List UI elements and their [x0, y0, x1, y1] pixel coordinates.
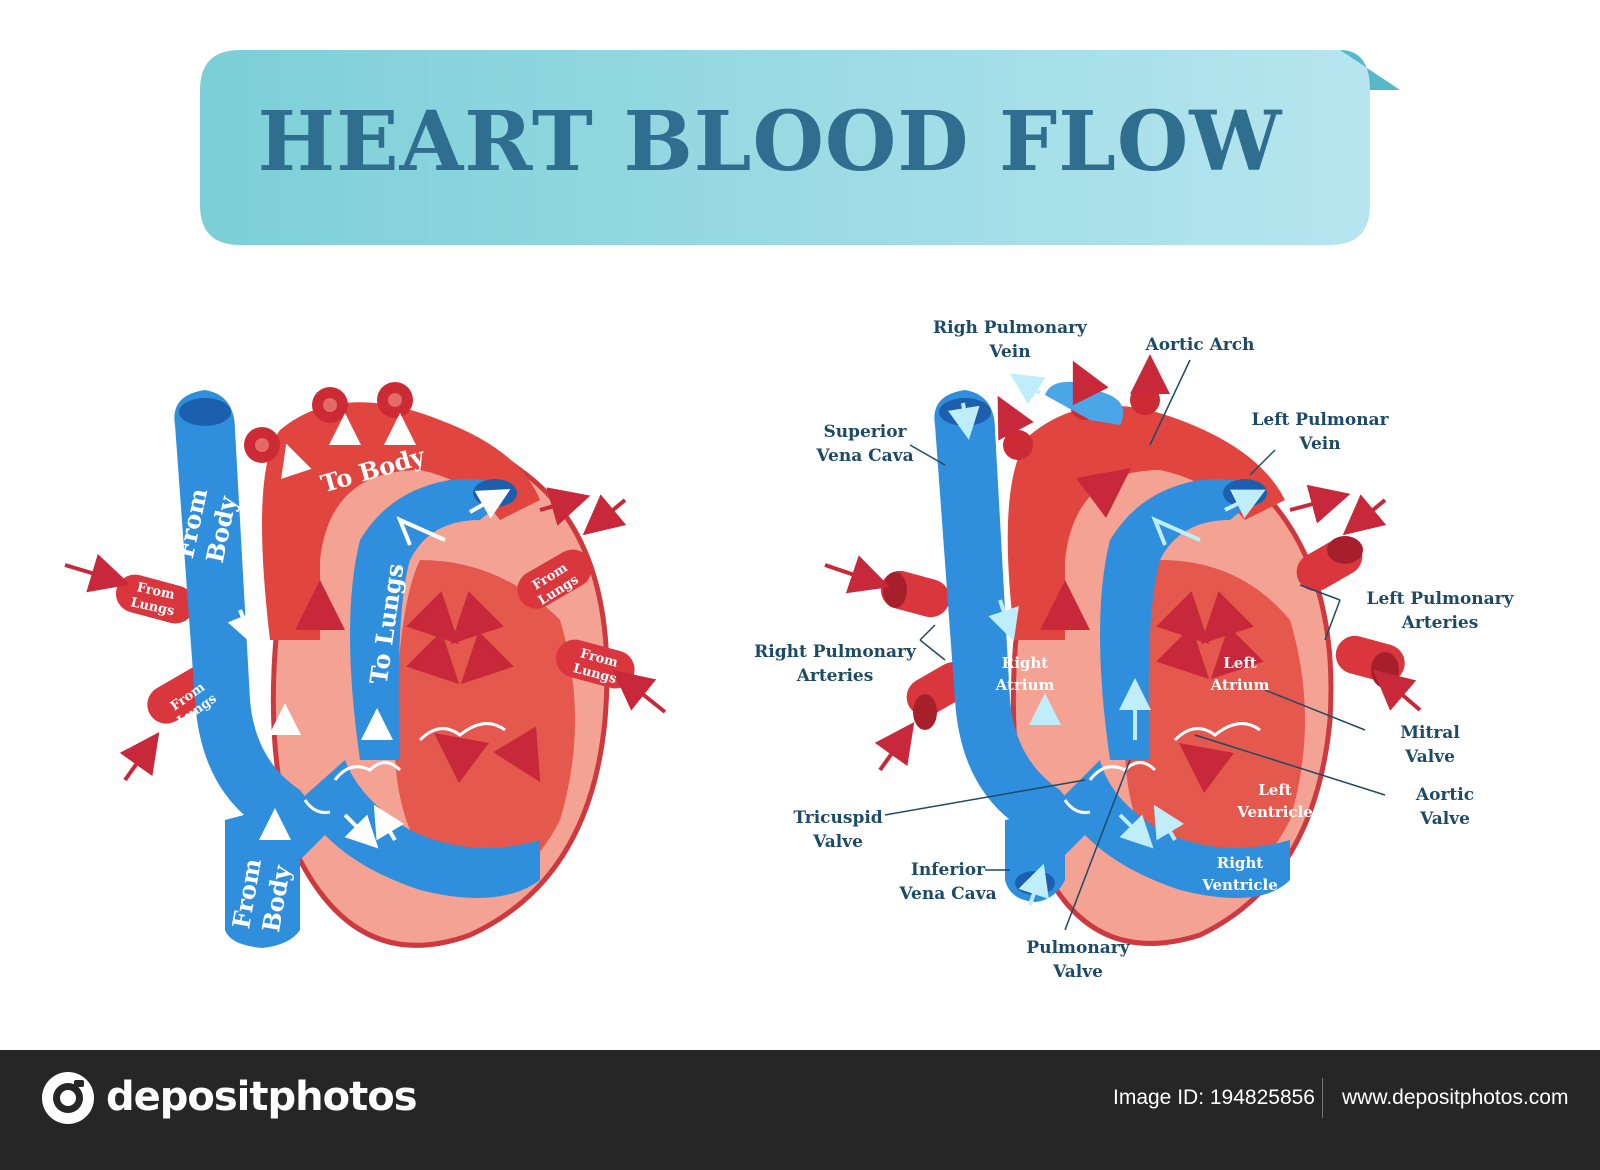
lbl-tricuspid-valve-1: Tricuspid	[793, 808, 882, 828]
lbl-inferior-vena-cava-1: Inferior	[911, 860, 986, 880]
aorta	[262, 402, 540, 640]
lbl-right-pulmonary-arteries-2: Arteries	[796, 666, 874, 686]
lbl-left-ventricle-1: Left	[1258, 781, 1292, 799]
footer-separator	[1322, 1078, 1323, 1118]
lbl-aortic-valve-1: Aortic	[1415, 785, 1474, 805]
image-id: Image ID: 194825856	[1113, 1086, 1315, 1109]
lbl-right-ventricle-2: Ventricle	[1201, 876, 1278, 894]
lbl-pulmonary-valve-1: Pulmonary	[1026, 938, 1130, 958]
left-heart: From Body To Body To Lungs From Lungs Fr…	[64, 382, 667, 948]
lbl-left-atrium-1: Left	[1223, 654, 1257, 672]
page-title: HEART BLOOD FLOW	[257, 94, 1283, 190]
lbl-superior-vena-cava-2: Vena Cava	[815, 446, 913, 466]
lbl-right-pulmonary-arteries-1: Right Pulmonary	[754, 642, 917, 662]
brand-name: depositphotos	[106, 1074, 418, 1120]
lbl-righ-pulmonary-vein-1: Righ Pulmonary	[933, 318, 1088, 338]
lbl-right-atrium-1: Right	[1002, 654, 1049, 672]
lbl-left-pulmonary-arteries-2: Arteries	[1401, 613, 1479, 633]
lbl-aortic-valve-2: Valve	[1419, 809, 1470, 829]
lbl-tricuspid-valve-2: Valve	[812, 832, 863, 852]
lbl-left-ventricle-2: Ventricle	[1236, 803, 1313, 821]
vena-cava-left	[174, 390, 330, 860]
heart-diagrams: From Body To Body To Lungs From Lungs Fr…	[64, 318, 1515, 982]
lbl-inferior-vena-cava-2: Vena Cava	[898, 884, 996, 904]
lbl-righ-pulmonary-vein-2: Vein	[988, 342, 1030, 362]
lbl-right-atrium-2: Atrium	[995, 676, 1055, 694]
lbl-aortic-arch: Aortic Arch	[1145, 335, 1255, 355]
camera-logo-icon	[42, 1072, 94, 1124]
lbl-pulmonary-valve-2: Valve	[1052, 962, 1103, 982]
footer-bar: depositphotos Image ID: 194825856 www.de…	[0, 1050, 1600, 1170]
pulmonary-artery-left	[350, 479, 510, 760]
lbl-left-pulmonary-arteries-1: Left Pulmonary	[1367, 589, 1515, 609]
right-heart: Righ Pulmonary Vein Aortic Arch Superior…	[754, 318, 1514, 982]
title-banner	[200, 50, 1400, 245]
lbl-left-atrium-2: Atrium	[1210, 676, 1270, 694]
lbl-mitral-valve-2: Valve	[1404, 747, 1455, 767]
lbl-mitral-valve-1: Mitral	[1400, 723, 1460, 743]
lbl-left-pulmonar-vein-2: Vein	[1298, 434, 1340, 454]
lbl-left-pulmonar-vein-1: Left Pulmonar	[1251, 410, 1389, 430]
site-link[interactable]: www.depositphotos.com	[1342, 1086, 1569, 1109]
lbl-right-ventricle-1: Right	[1217, 854, 1264, 872]
lbl-superior-vena-cava-1: Superior	[823, 422, 907, 442]
